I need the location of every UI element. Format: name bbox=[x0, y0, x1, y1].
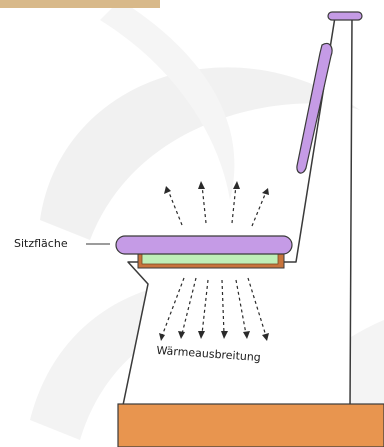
arrowhead-icon bbox=[164, 186, 171, 194]
heat-arrow-up bbox=[252, 192, 266, 226]
arrowhead-icon bbox=[262, 188, 269, 195]
upward-heat-arrows bbox=[168, 185, 266, 226]
arrowhead-icon bbox=[198, 181, 205, 189]
seat-label: Sitzfläche bbox=[14, 237, 68, 250]
corner-tab bbox=[0, 0, 160, 8]
arrowhead-icon bbox=[233, 181, 240, 189]
upward-arrowheads bbox=[164, 181, 269, 195]
heat-arrow-up bbox=[168, 190, 182, 225]
seat-cushion bbox=[116, 236, 292, 254]
bench-base bbox=[118, 404, 384, 447]
heat-arrow-up bbox=[232, 185, 236, 223]
backrest-cap bbox=[328, 12, 362, 20]
heat-arrow-up bbox=[202, 185, 206, 223]
